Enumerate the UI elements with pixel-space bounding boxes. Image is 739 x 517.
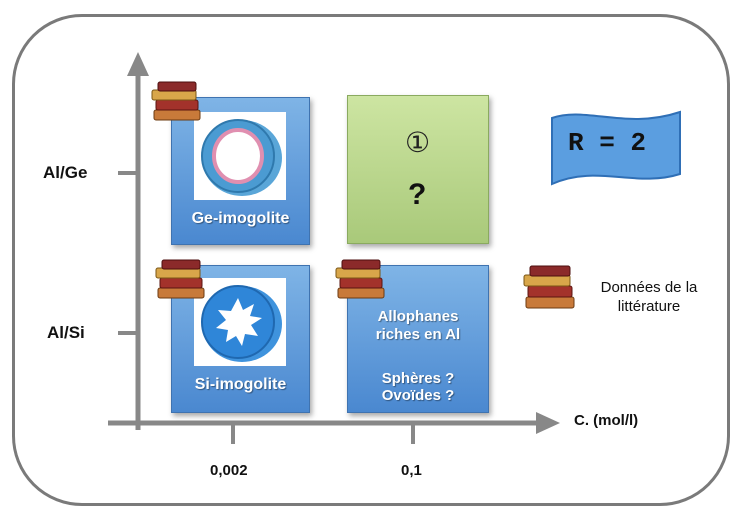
allophanes-box: Allophanes riches en Al Sphères ? Ovoïde… (347, 265, 489, 413)
books-icon (151, 81, 201, 121)
ge-imogolite-box: Ge-imogolite (171, 97, 310, 245)
allophanes-line2: riches en Al (375, 326, 461, 343)
allophanes-line3: Sphères ? (381, 370, 455, 387)
ge-imogolite-caption: Ge-imogolite (191, 210, 290, 227)
si-tube-drawing (201, 285, 282, 362)
y-axis-arrow (127, 52, 149, 76)
y-tick-label-alge: Al/Ge (43, 163, 88, 182)
nanotube-icon (194, 112, 286, 200)
allophanes-line1: Allophanes (377, 308, 459, 325)
legend-line2: littérature (617, 298, 681, 315)
x-tick-label-01: 0,1 (401, 462, 422, 479)
books-icon (335, 259, 385, 299)
r-banner-text: R = 2 (568, 128, 647, 158)
circled-number: ① (405, 126, 431, 159)
unknown-box: ① ? (347, 95, 489, 244)
books-icon (155, 259, 205, 299)
ge-tube-drawing (201, 119, 282, 196)
x-tick-label-0002: 0,002 (210, 462, 248, 479)
y-tick-label-alsi: Al/Si (47, 323, 85, 342)
books-icon (523, 265, 575, 309)
r-banner (551, 110, 681, 186)
si-imogolite-box: Si-imogolite (171, 265, 310, 413)
legend-line1: Données de la (600, 279, 698, 296)
si-imogolite-caption: Si-imogolite (194, 376, 287, 393)
x-axis-arrow (536, 412, 560, 434)
allophanes-line4: Ovoïdes ? (381, 387, 455, 404)
x-axis-label: C. (mol/l) (574, 412, 639, 429)
question-mark: ? (408, 178, 427, 211)
nanotube-icon (194, 278, 286, 366)
